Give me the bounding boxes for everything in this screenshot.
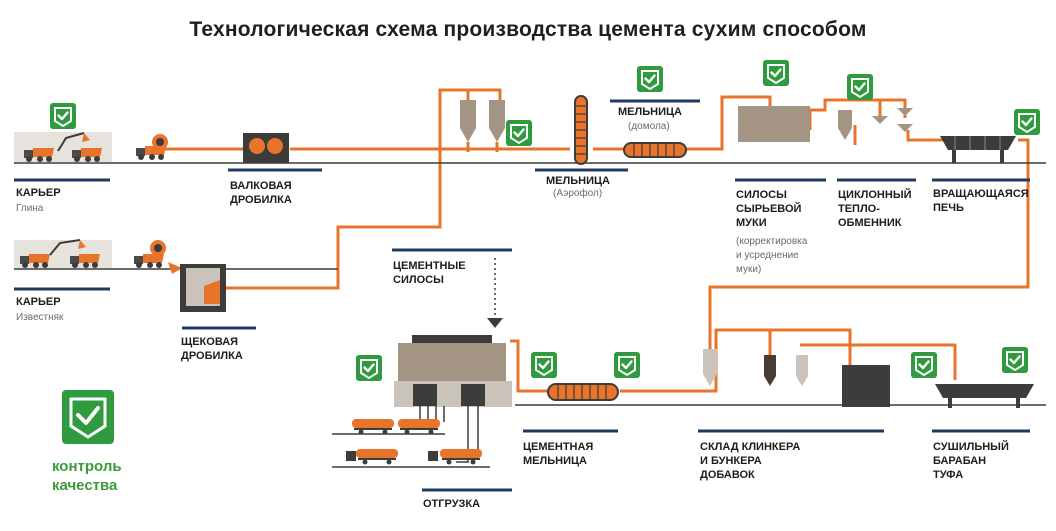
label-roll-crusher-1: ВАЛКОВАЯ <box>230 180 292 192</box>
label-quarry-limestone-sub: Известняк <box>16 312 64 323</box>
roll-crusher <box>243 133 289 163</box>
label-clinker-2: И БУНКЕРА <box>700 455 762 467</box>
legend-quality-icon <box>62 390 114 444</box>
ground-lines <box>14 162 1046 468</box>
mill-domola <box>623 142 687 158</box>
label-cyclone-1: ЦИКЛОННЫЙ <box>838 189 912 201</box>
label-kiln-2: ПЕЧЬ <box>933 202 964 214</box>
label-cement-mill-2: МЕЛЬНИЦА <box>523 455 587 467</box>
rail-wagons <box>352 419 440 435</box>
label-raw-silos-sub-1: (корректировка <box>736 236 808 247</box>
clinker-storage <box>703 349 890 407</box>
label-quarry-clay: КАРЬЕР <box>16 187 61 199</box>
label-cement-silos-1: ЦЕМЕНТНЫЕ <box>393 260 466 272</box>
rotary-kiln <box>940 136 1016 163</box>
label-raw-silos-sub-2: и усреднение <box>736 250 799 261</box>
quality-control-line2: качества <box>52 477 118 494</box>
label-cyclone-2: ТЕПЛО- <box>838 203 880 215</box>
jaw-crusher <box>180 264 226 312</box>
label-dryer-1: СУШИЛЬНЫЙ <box>933 441 1009 453</box>
label-mill-domola: МЕЛЬНИЦА <box>618 106 682 118</box>
label-raw-silos-1: СИЛОСЫ <box>736 189 787 201</box>
diagram-title: Технологическая схема производства цемен… <box>189 18 867 41</box>
drying-drum <box>935 384 1034 408</box>
label-underlines <box>14 99 1030 492</box>
cement-mill <box>547 383 619 401</box>
label-quarry-limestone: КАРЬЕР <box>16 296 61 308</box>
cement-trucks <box>346 449 482 465</box>
label-quarry-clay-sub: Глина <box>16 203 44 214</box>
label-roll-crusher-2: ДРОБИЛКА <box>230 194 292 206</box>
label-cement-silos-2: СИЛОСЫ <box>393 274 444 286</box>
quarry-clay <box>14 132 112 162</box>
label-clinker-3: ДОБАВОК <box>700 469 755 481</box>
label-clinker-1: СКЛАД КЛИНКЕРА <box>700 441 801 453</box>
intermediate-silos <box>460 100 505 142</box>
process-pipes <box>165 88 1030 393</box>
dump-truck-1 <box>136 134 168 160</box>
label-cement-mill-1: ЦЕМЕНТНАЯ <box>523 441 594 453</box>
label-dryer-2: БАРАБАН <box>933 455 987 467</box>
label-jaw-crusher-2: ДРОБИЛКА <box>181 350 243 362</box>
label-mill-aerofol: МЕЛЬНИЦА <box>546 175 610 187</box>
mill-aerofol <box>574 95 588 165</box>
label-mill-domola-sub: (домола) <box>628 121 670 132</box>
label-jaw-crusher-1: ЩЕКОВАЯ <box>181 336 239 348</box>
label-raw-silos-2: СЫРЬЕВОЙ <box>736 203 802 215</box>
quality-control-line1: контроль <box>52 458 122 475</box>
cyclone-heat-exchanger <box>838 108 913 140</box>
label-mill-aerofol-sub: (Аэрофол) <box>553 188 603 199</box>
label-dryer-3: ТУФА <box>933 469 964 481</box>
cement-silos-arrow <box>487 258 503 328</box>
label-shipment: ОТГРУЗКА <box>423 498 481 510</box>
quality-control-legend: контроль качества <box>52 457 122 495</box>
label-kiln-1: ВРАЩАЮЩАЯСЯ <box>933 188 1029 200</box>
label-raw-silos-3: МУКИ <box>736 217 767 229</box>
label-raw-silos-sub-3: муки) <box>736 264 762 275</box>
raw-meal-silos <box>738 106 810 142</box>
quarry-limestone <box>14 239 112 268</box>
label-cyclone-3: ОБМЕННИК <box>838 217 902 229</box>
cement-silos <box>394 335 512 407</box>
dump-truck-2 <box>134 240 182 274</box>
